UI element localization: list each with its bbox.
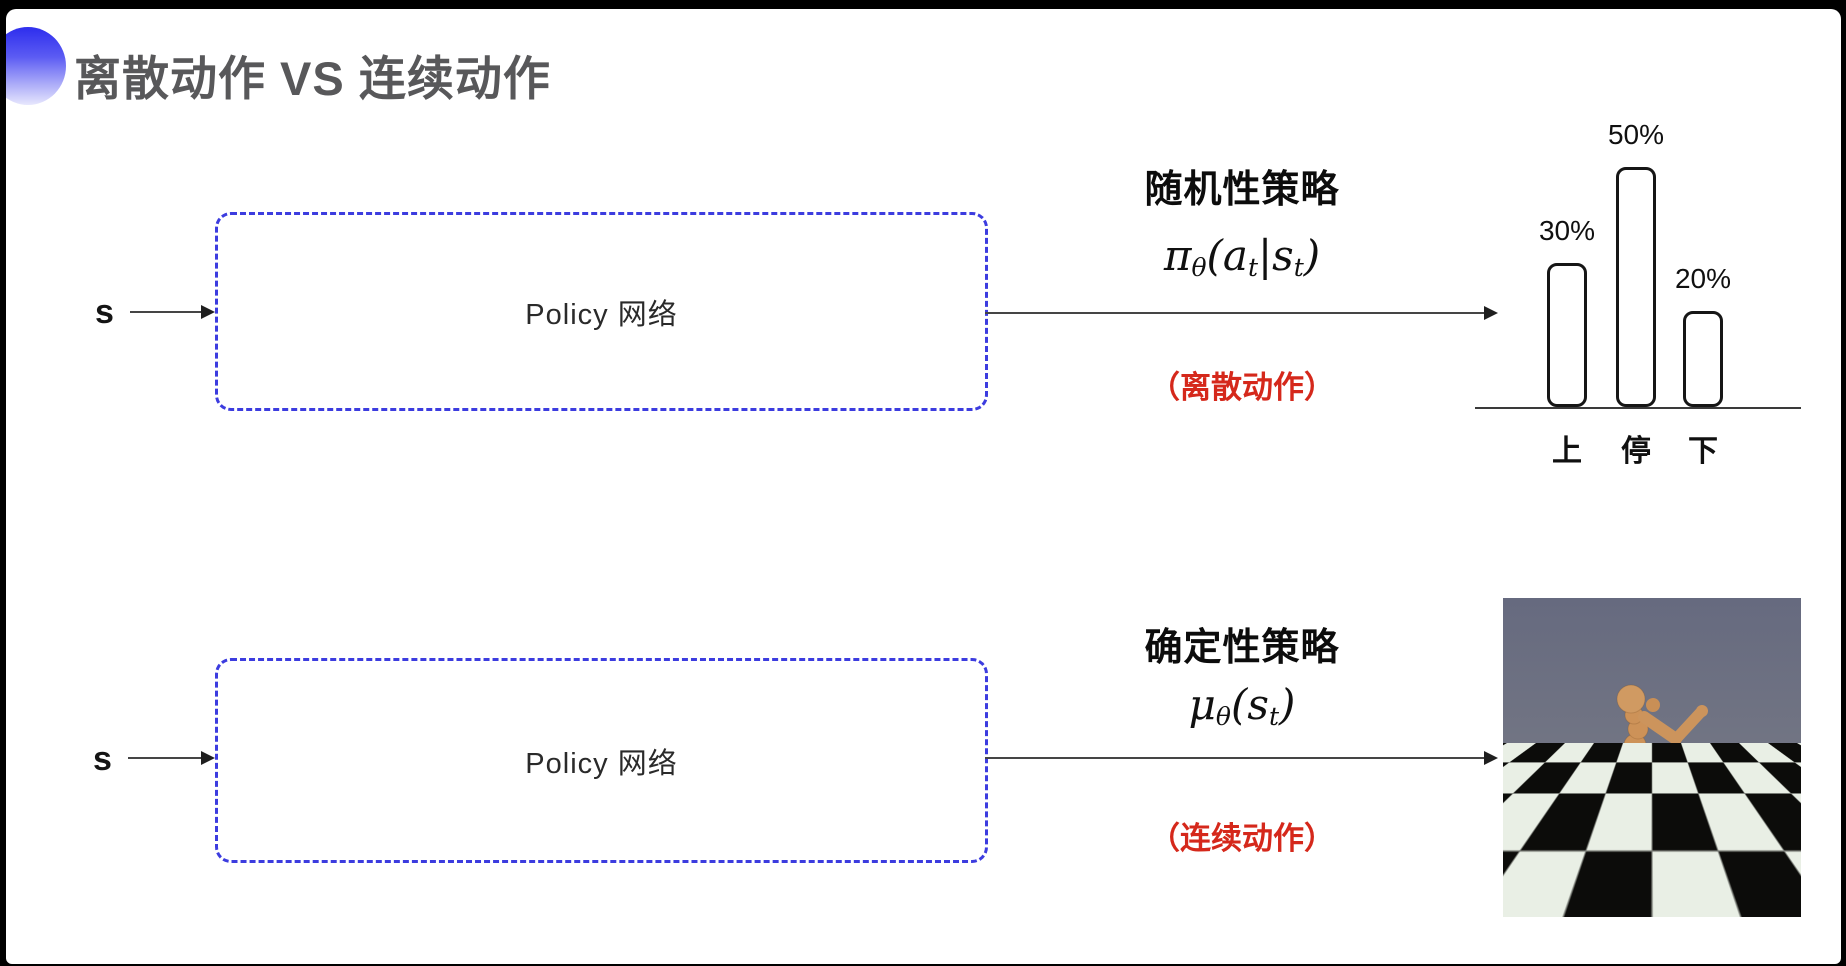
- bar: [1683, 311, 1723, 407]
- formula-part: (a: [1206, 231, 1248, 280]
- output-arrow-bottom: [985, 751, 1498, 765]
- formula-subscript: t: [1293, 253, 1304, 282]
- policy-type-label-stochastic: 随机性策略: [1144, 169, 1340, 211]
- state-input-label-top: s: [95, 293, 114, 331]
- humanoid-simulation-image: [1503, 598, 1801, 917]
- humanoid-robot-figure: [1580, 684, 1711, 917]
- formula-stochastic: πθ(at|st): [1042, 231, 1442, 282]
- formula-subscript: t: [1247, 253, 1258, 282]
- bar: [1616, 167, 1656, 407]
- action-note-discrete: （离散动作）: [1149, 370, 1335, 405]
- bar-value-label: 30%: [1538, 215, 1596, 246]
- input-arrow-bottom: [128, 751, 215, 765]
- policy-network-label-top: Policy 网络: [525, 298, 678, 331]
- action-note-continuous: （连续动作）: [1149, 821, 1335, 856]
- formula-part: |s: [1258, 231, 1294, 280]
- bar-value-label: 20%: [1674, 263, 1732, 294]
- formula-subscript: t: [1268, 702, 1279, 731]
- formula-subscript: θ: [1215, 702, 1231, 731]
- slide: 离散动作 VS 连续动作 s Policy 网络 随机性策略 πθ(at|st)…: [6, 9, 1841, 964]
- policy-network-box-top: Policy 网络: [215, 212, 988, 411]
- policy-type-label-deterministic: 确定性策略: [1144, 627, 1340, 669]
- policy-network-box-bottom: Policy 网络: [215, 658, 988, 863]
- accent-crescent-icon: [6, 27, 66, 105]
- output-arrow-top: [985, 306, 1498, 320]
- state-input-label-bottom: s: [93, 740, 112, 778]
- category-label-down: 下: [1688, 435, 1718, 468]
- formula-symbol: π: [1163, 231, 1192, 280]
- category-label-stop: 停: [1621, 435, 1651, 468]
- formula-subscript: θ: [1191, 253, 1207, 282]
- bar-value-label: 50%: [1607, 119, 1665, 150]
- bar: [1547, 263, 1587, 407]
- page-title: 离散动作 VS 连续动作: [74, 52, 551, 105]
- formula-symbol: μ: [1188, 680, 1216, 729]
- policy-network-label-bottom: Policy 网络: [525, 747, 678, 780]
- formula-part: (s: [1230, 680, 1269, 729]
- slide-content: 离散动作 VS 连续动作 s Policy 网络 随机性策略 πθ(at|st)…: [6, 9, 1841, 964]
- formula-deterministic: μθ(st): [1042, 680, 1442, 731]
- chart-baseline: [1475, 407, 1801, 409]
- input-arrow-top: [130, 305, 215, 319]
- formula-part: ): [1303, 231, 1321, 280]
- probability-bar-chart: 30% 50% 20% 上 停 下: [1475, 96, 1801, 468]
- horizon-haze: [1503, 743, 1801, 765]
- formula-part: ): [1278, 680, 1296, 729]
- category-label-up: 上: [1552, 435, 1582, 468]
